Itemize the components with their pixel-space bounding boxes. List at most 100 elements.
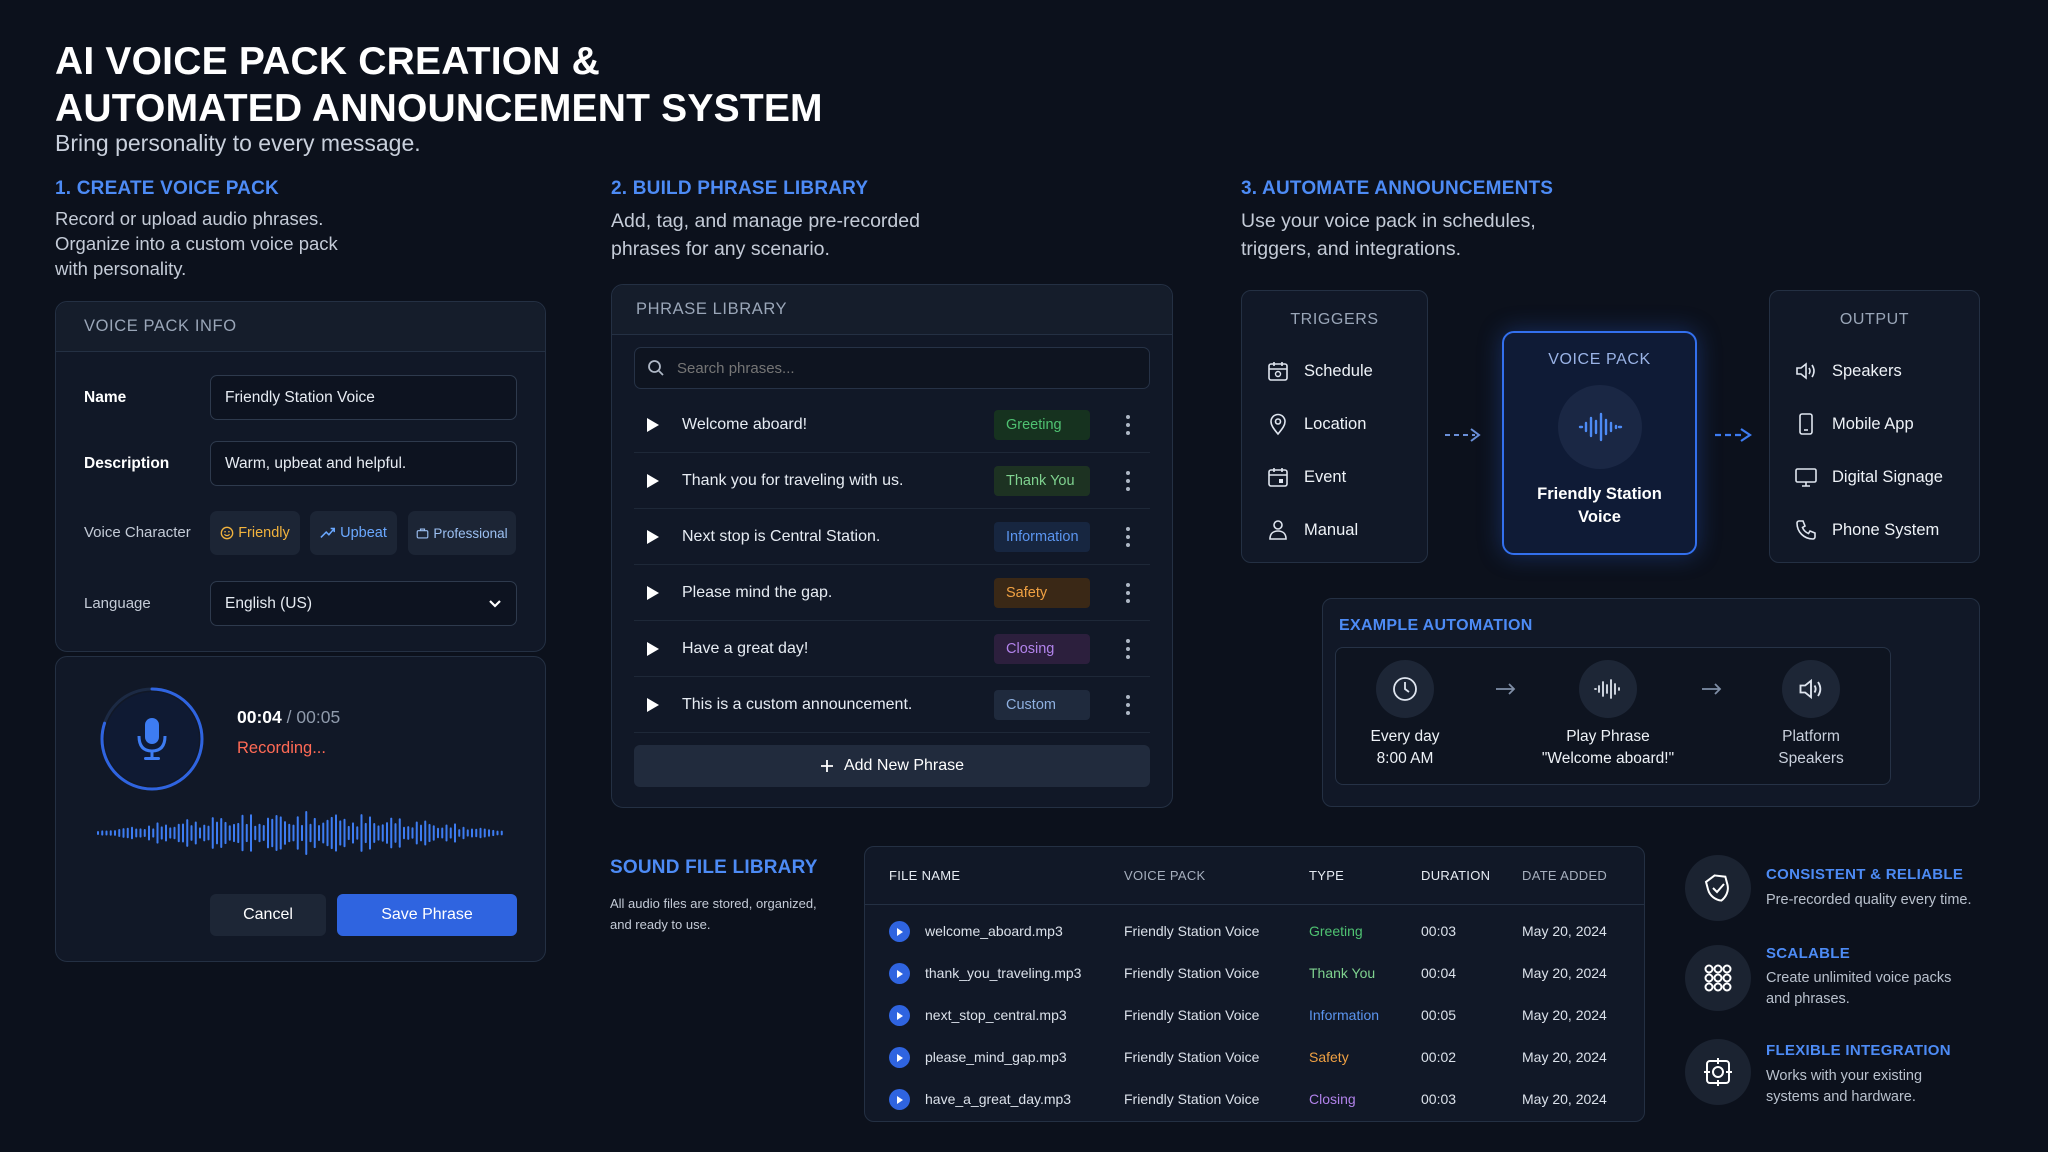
play-button[interactable] (889, 921, 910, 942)
sound-library-desc: All audio files are stored, organized, a… (610, 896, 817, 932)
cell-type: Closing (1309, 1091, 1356, 1107)
phrase-row[interactable]: Have a great day! Closing (634, 621, 1150, 677)
user-icon (1269, 520, 1287, 540)
play-button[interactable] (889, 1047, 910, 1068)
automation-flow: Every day 8:00 AM Play Phrase "Welcome a… (1335, 647, 1891, 785)
voice-character-chips: Friendly Upbeat Professional (210, 511, 520, 555)
cell-voice-pack: Friendly Station Voice (1124, 1091, 1260, 1107)
name-field[interactable]: Friendly Station Voice (210, 375, 517, 420)
automation-step-schedule-label: Every day 8:00 AM (1370, 728, 1440, 767)
col-voice-pack: VOICE PACK (1124, 868, 1206, 883)
record-progress-ring (98, 685, 206, 793)
more-options-icon[interactable] (1120, 470, 1136, 491)
cell-file-name: please_mind_gap.mp3 (925, 1049, 1067, 1065)
cell-file-name: have_a_great_day.mp3 (925, 1091, 1072, 1107)
play-icon[interactable] (646, 697, 660, 713)
play-button[interactable] (889, 963, 910, 984)
play-button[interactable] (889, 1005, 910, 1026)
recorder-panel: 00:04 / 00:05 Recording... Cancel Save P… (55, 656, 546, 962)
play-button[interactable] (889, 1089, 910, 1110)
phrase-row[interactable]: Please mind the gap. Safety (634, 565, 1150, 621)
search-box[interactable] (634, 347, 1150, 389)
chip-professional[interactable]: Professional (408, 511, 516, 555)
more-options-icon[interactable] (1120, 526, 1136, 547)
voice-pack-heading: VOICE PACK (1548, 351, 1651, 368)
feature-desc: Works with your existing systems and har… (1766, 1068, 1923, 1105)
page-title: AI VOICE PACK CREATION & AUTOMATED ANNOU… (55, 40, 823, 130)
phone-icon (1796, 520, 1816, 540)
phrase-text: Have a great day! (682, 639, 809, 657)
cell-duration: 00:04 (1421, 965, 1457, 981)
output-panel: OUTPUT Speakers Mobile App Digital Signa… (1769, 290, 1980, 563)
language-select[interactable]: English (US) (210, 581, 517, 626)
section-desc-build: Add, tag, and manage pre-recorded phrase… (611, 210, 920, 260)
play-icon[interactable] (646, 529, 660, 545)
phrase-row[interactable]: Welcome aboard! Greeting (634, 397, 1150, 453)
cell-voice-pack: Friendly Station Voice (1124, 1049, 1260, 1065)
output-digital-signage[interactable]: Digital Signage (1794, 465, 1943, 489)
save-phrase-button[interactable]: Save Phrase (337, 894, 517, 936)
play-icon[interactable] (646, 641, 660, 657)
output-mobile-app[interactable]: Mobile App (1794, 412, 1914, 436)
phrase-row[interactable]: Next stop is Central Station.Information (634, 509, 1150, 565)
cell-voice-pack: Friendly Station Voice (1124, 965, 1260, 981)
cell-voice-pack: Friendly Station Voice (1124, 923, 1260, 939)
cell-type: Thank You (1309, 965, 1376, 981)
col-date-added: DATE ADDED (1522, 868, 1608, 883)
triggers-heading: TRIGGERS (1290, 311, 1379, 328)
trigger-event[interactable]: Event (1266, 465, 1346, 489)
trigger-location[interactable]: Location (1266, 412, 1366, 436)
total-time: 00:05 (296, 707, 341, 727)
phrase-tag[interactable]: Thank You (994, 465, 1090, 496)
sound-library-title: SOUND FILE LIBRARY (610, 857, 818, 878)
feature-desc: Pre-recorded quality every time. (1766, 892, 1972, 908)
play-icon[interactable] (646, 585, 660, 601)
play-icon (896, 1095, 903, 1104)
col-type: TYPE (1309, 868, 1345, 883)
trigger-manual[interactable]: Manual (1266, 518, 1358, 542)
arrow-right-icon (1496, 683, 1516, 695)
map-pin-icon (1270, 413, 1286, 436)
play-icon[interactable] (646, 417, 660, 433)
output-speakers[interactable]: Speakers (1794, 359, 1902, 383)
description-field[interactable]: Warm, upbeat and helpful. (210, 441, 517, 486)
output-phone-system[interactable]: Phone System (1794, 518, 1939, 542)
clock-icon (1393, 677, 1417, 701)
example-automation-heading: EXAMPLE AUTOMATION (1339, 617, 1533, 634)
play-icon[interactable] (646, 473, 660, 489)
search-input[interactable] (677, 359, 1117, 377)
phrase-tag[interactable]: Greeting (994, 409, 1090, 440)
cell-date-added: May 20, 2024 (1522, 1049, 1607, 1065)
more-options-icon[interactable] (1120, 414, 1136, 435)
smile-icon (220, 526, 234, 540)
phrase-tag[interactable]: Information (994, 521, 1090, 552)
more-options-icon[interactable] (1120, 694, 1136, 715)
phrase-row[interactable]: This is a custom announcement.Custom (634, 677, 1150, 733)
section-title-automate: 3. AUTOMATE ANNOUNCEMENTS (1241, 178, 1554, 199)
phrase-text: Please mind the gap. (682, 583, 833, 601)
phrase-tag[interactable]: Custom (994, 689, 1090, 720)
arrow-voicepack-to-output (1715, 428, 1752, 442)
phrase-row[interactable]: Thank you for traveling with us.Thank Yo… (634, 453, 1150, 509)
more-options-icon[interactable] (1120, 582, 1136, 603)
phrase-tag[interactable]: Closing (994, 633, 1090, 664)
play-icon (896, 969, 903, 978)
phrase-text: Welcome aboard! (682, 415, 808, 433)
cell-duration: 00:05 (1421, 1007, 1457, 1023)
microphone-button[interactable] (105, 692, 199, 786)
chip-friendly[interactable]: Friendly (210, 511, 300, 555)
sound-file-table: FILE NAME VOICE PACK TYPE DURATION DATE … (864, 846, 1645, 1122)
add-new-phrase-button[interactable]: Add New Phrase (634, 745, 1150, 787)
phrase-library-heading: PHRASE LIBRARY (612, 285, 1172, 335)
output-heading: OUTPUT (1839, 311, 1910, 328)
phrase-tag[interactable]: Safety (994, 577, 1090, 608)
trigger-schedule[interactable]: Schedule (1266, 359, 1373, 383)
chip-upbeat[interactable]: Upbeat (310, 511, 397, 555)
voice-pack-card[interactable]: VOICE PACK Friendly Station Voice (1502, 331, 1697, 555)
arrow-triggers-to-voicepack (1445, 428, 1481, 442)
feature-title: FLEXIBLE INTEGRATION (1766, 1042, 1951, 1059)
cancel-button[interactable]: Cancel (210, 894, 326, 936)
more-options-icon[interactable] (1120, 638, 1136, 659)
cell-duration: 00:02 (1421, 1049, 1457, 1065)
example-automation-panel: EXAMPLE AUTOMATION Every day 8:00 AM Pla… (1322, 598, 1980, 807)
